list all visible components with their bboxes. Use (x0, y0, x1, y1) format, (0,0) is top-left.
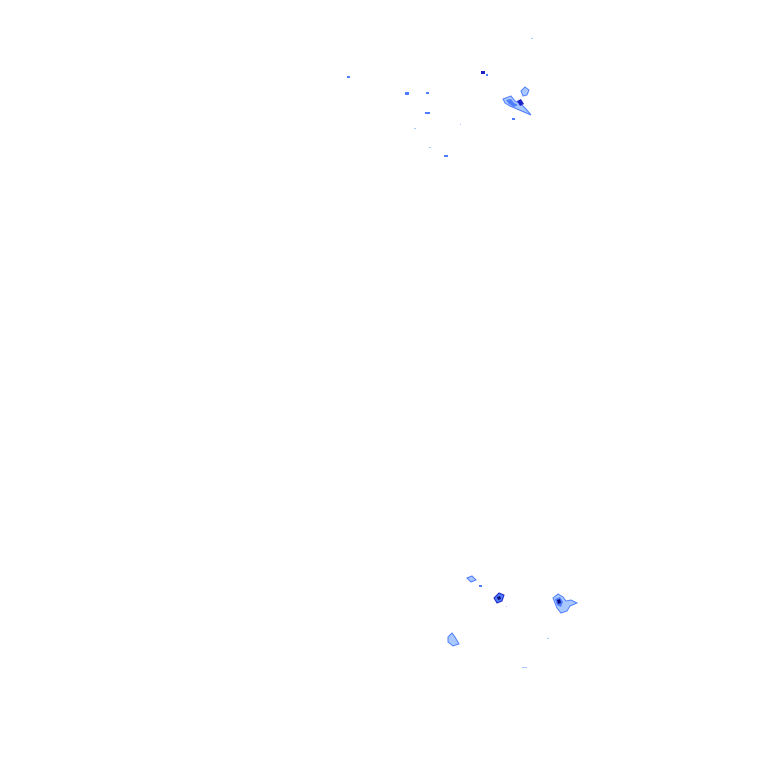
echo-north-cell-a (520, 86, 530, 97)
echo-north-speck-6 (425, 112, 430, 114)
echo-south-cell-west (447, 632, 460, 647)
echo-north-speck-2 (486, 74, 488, 76)
echo-north-speck-8 (512, 118, 515, 120)
echo-north-core-2 (517, 99, 524, 106)
echo-south-cell-center-peak (497, 596, 501, 600)
echo-north-speck-9 (531, 38, 533, 39)
echo-south-cell-east-peak (557, 599, 561, 604)
echo-north-core (506, 99, 518, 107)
echo-south-speck-2 (522, 667, 527, 668)
echo-cluster-north (347, 38, 533, 157)
echo-north-speck-12 (460, 124, 461, 125)
echo-north-speck-4 (426, 92, 429, 94)
echo-north-speck-10 (414, 128, 416, 129)
echo-north-speck-11 (429, 147, 431, 148)
echo-cluster-south (447, 575, 579, 668)
echo-north-speck-7 (444, 155, 448, 157)
echo-north-speck-5 (347, 76, 350, 78)
echo-south-cell-north (466, 575, 477, 583)
echo-north-speck-1 (481, 71, 485, 74)
echo-south-speck-1 (479, 585, 482, 587)
echo-south-speck-3 (547, 638, 549, 639)
echo-south-speck-4 (506, 606, 507, 607)
echo-north-speck-3 (405, 92, 409, 95)
